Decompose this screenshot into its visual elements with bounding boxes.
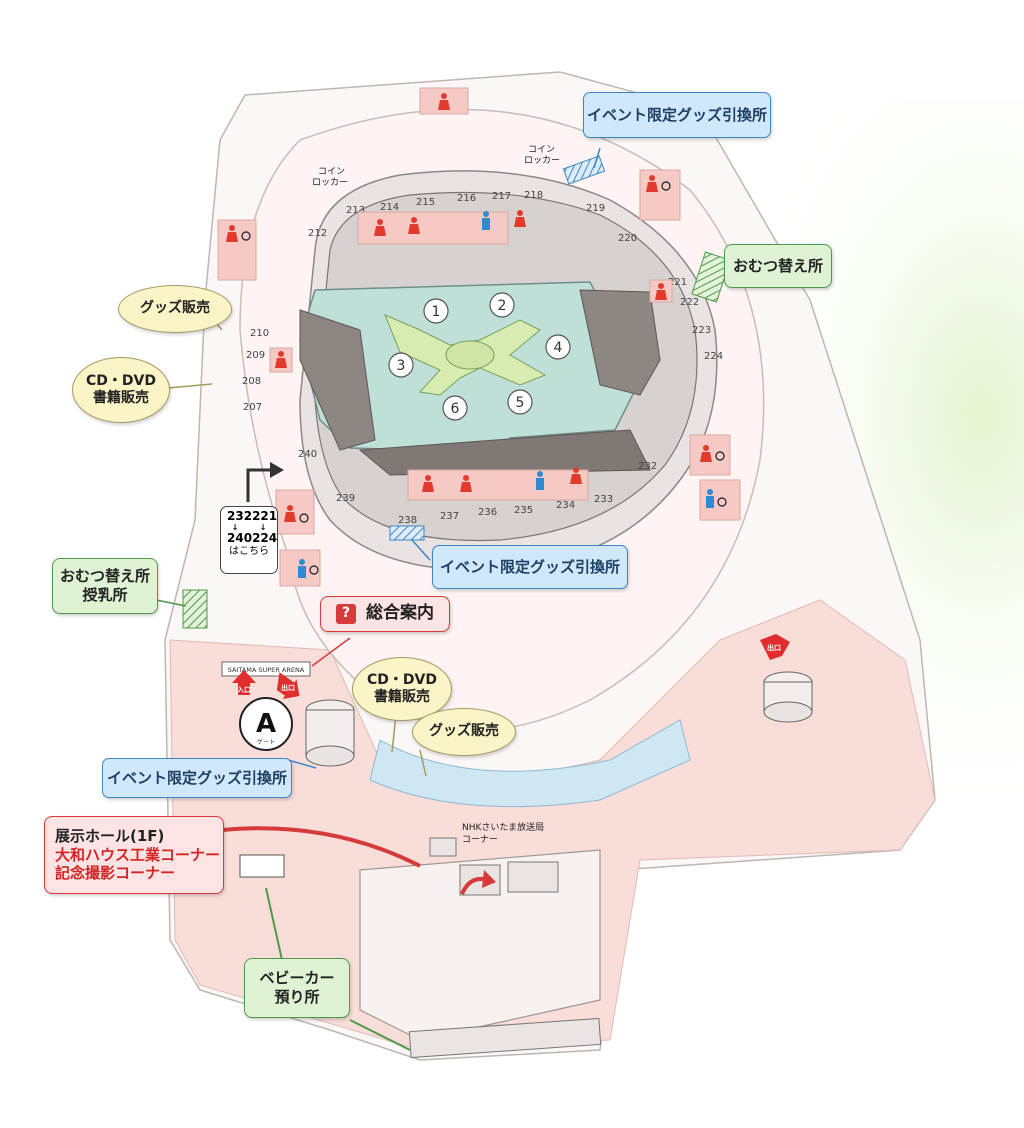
- exit-arrow-right-icon: 出口: [760, 634, 790, 660]
- section-232: 232: [638, 461, 657, 472]
- diaper-callout-right: おむつ替え所: [724, 244, 832, 288]
- floor-block-6: 6: [451, 401, 460, 417]
- section-210: 210: [250, 328, 269, 339]
- section-221: 221: [668, 277, 687, 288]
- coin-locker-left-line2: ロッカー: [312, 177, 348, 188]
- nhk-corner-line1: NHKさいたま放送局: [462, 821, 544, 833]
- svg-text:入口: 入口: [236, 686, 251, 694]
- event-goods-callout-top: イベント限定グッズ引換所: [583, 92, 771, 138]
- nhk-corner-line2: コーナー: [462, 834, 498, 845]
- exit-building-right: [763, 671, 813, 723]
- section-208: 208: [242, 376, 261, 387]
- floor-block-2: 1: [432, 304, 441, 320]
- section-218: 218: [524, 190, 543, 201]
- section-219: 219: [586, 203, 605, 214]
- diaper-area-right: [691, 251, 731, 303]
- event-goods-area-mid: [389, 525, 425, 541]
- arena-sign: SAITAMA SUPER ARENA: [221, 661, 311, 677]
- glass-wall: [369, 719, 691, 808]
- section-213: 213: [346, 205, 365, 216]
- stand-south: [358, 429, 651, 476]
- section-233: 233: [594, 494, 613, 505]
- event-goods-callout-mid: イベント限定グッズ引換所: [432, 545, 628, 589]
- goods-callout-left: グッズ販売: [118, 285, 232, 333]
- cd-callout-left: CD・DVD 書籍販売: [72, 357, 170, 423]
- section-224: 224: [704, 351, 723, 362]
- coin-locker-left-line1: コイン: [318, 167, 345, 177]
- gate-label: ゲート: [257, 738, 275, 746]
- entrance-arrow-icon: 入口: [232, 670, 256, 695]
- section-237: 237: [440, 511, 459, 522]
- exhibition-hall-callout: 展示ホール(1F) 大和ハウス工業コーナー 記念撮影コーナー: [44, 816, 224, 894]
- center-stage: [384, 314, 547, 396]
- section-223: 223: [692, 325, 711, 336]
- section-239: 239: [336, 493, 355, 504]
- section-222: 222: [680, 297, 699, 308]
- stand-east: [579, 289, 661, 396]
- section-235: 235: [514, 505, 533, 516]
- section-212: 212: [308, 228, 327, 239]
- redirect-arrow-icon: [246, 468, 272, 502]
- stand-west: [299, 309, 376, 451]
- section-240: 240: [298, 449, 317, 460]
- section-236: 236: [478, 507, 497, 518]
- coin-locker-right-line2: ロッカー: [524, 155, 560, 166]
- section-220: 220: [618, 233, 637, 244]
- coin-locker-right-line1: コイン: [528, 145, 555, 155]
- exhibition-hall: [359, 849, 601, 1041]
- floor-block-1: 3: [397, 358, 406, 374]
- section-numbers: 207 208 209 210 212 213 214 215 216 217 …: [242, 190, 723, 526]
- gate-letter: A: [256, 709, 276, 739]
- svg-text:出口: 出口: [281, 683, 295, 692]
- section-209: 209: [246, 350, 265, 361]
- section-207: 207: [243, 402, 262, 413]
- info-callout: ? 総合案内: [320, 596, 450, 632]
- gate-a-building: [305, 699, 355, 767]
- cd-callout-bottom: CD・DVD 書籍販売: [352, 657, 452, 721]
- section-216: 216: [457, 193, 476, 204]
- floor-blocks: 3 1 2 4 5 6: [388, 292, 571, 421]
- floor-block-3: 2: [498, 298, 507, 314]
- diaper-area-left: [182, 589, 208, 629]
- section-234: 234: [556, 500, 575, 511]
- gate-a-marker: A ゲート: [239, 697, 293, 751]
- section-238: 238: [398, 515, 417, 526]
- stroller-callout: ベビーカー 預り所: [244, 958, 350, 1018]
- restrooms: [217, 87, 741, 587]
- goods-callout-bottom: グッズ販売: [412, 708, 516, 756]
- svg-text:出口: 出口: [767, 643, 781, 652]
- event-goods-area-top: [562, 155, 606, 185]
- exit-arrow-left-icon: 出口: [276, 672, 300, 699]
- event-goods-callout-left: イベント限定グッズ引換所: [102, 758, 292, 798]
- floor-block-5: 5: [516, 395, 525, 411]
- section-214: 214: [380, 202, 399, 213]
- diaper-callout-left: おむつ替え所 授乳所: [52, 558, 158, 614]
- svg-text:SAITAMA SUPER ARENA: SAITAMA SUPER ARENA: [228, 666, 305, 674]
- question-icon: ?: [336, 604, 356, 624]
- section-215: 215: [416, 197, 435, 208]
- floor-block-4: 4: [554, 340, 563, 356]
- section-217: 217: [492, 191, 511, 202]
